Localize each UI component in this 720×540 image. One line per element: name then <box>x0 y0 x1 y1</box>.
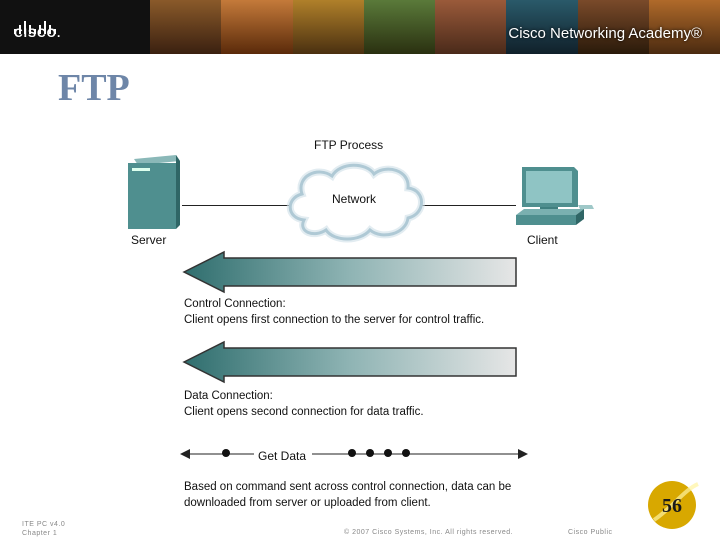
page-number: 56 <box>662 495 682 517</box>
cisco-bridge-icon <box>14 21 56 34</box>
data-description: Client opens second connection for data … <box>184 406 424 418</box>
get-data-label: Get Data <box>258 449 307 463</box>
data-heading: Data Connection: <box>184 390 273 402</box>
network-label: Network <box>332 192 377 206</box>
control-connection-arrow <box>182 250 517 294</box>
client-computer-icon <box>516 167 594 225</box>
control-description: Client opens first connection to the ser… <box>184 314 485 326</box>
footer-course: ITE PC v4.0 <box>22 521 66 528</box>
page-number-badge: 56 <box>648 481 699 529</box>
header-banner: CISCO. Cisco Networking Academy® <box>0 0 720 54</box>
banner-photos <box>150 0 720 54</box>
slide-title: FTP <box>58 67 130 109</box>
server-label: Server <box>131 233 167 247</box>
academy-title: Cisco Networking Academy® <box>508 25 702 42</box>
process-label: FTP Process <box>314 138 384 152</box>
data-transfer-text: Based on command sent across control con… <box>184 479 511 511</box>
data-transfer-line-1: Based on command sent across control con… <box>184 481 512 493</box>
footer-copyright: © 2007 Cisco Systems, Inc. All rights re… <box>344 529 514 536</box>
footer-classification: Cisco Public <box>568 529 613 536</box>
client-label: Client <box>527 233 558 247</box>
control-connection-text: Control Connection: Client opens first c… <box>184 296 484 328</box>
data-transfer-line-2: downloaded from server or uploaded from … <box>184 497 431 509</box>
footer-chapter: Chapter 1 <box>22 530 58 537</box>
data-connection-arrow <box>182 340 517 384</box>
data-connection-text: Data Connection: Client opens second con… <box>184 388 424 420</box>
get-data-line <box>180 442 528 466</box>
cisco-logo-text: CISCO. <box>14 26 62 40</box>
network-cloud-icon <box>286 161 425 243</box>
control-heading: Control Connection: <box>184 298 286 310</box>
server-icon <box>128 155 180 229</box>
